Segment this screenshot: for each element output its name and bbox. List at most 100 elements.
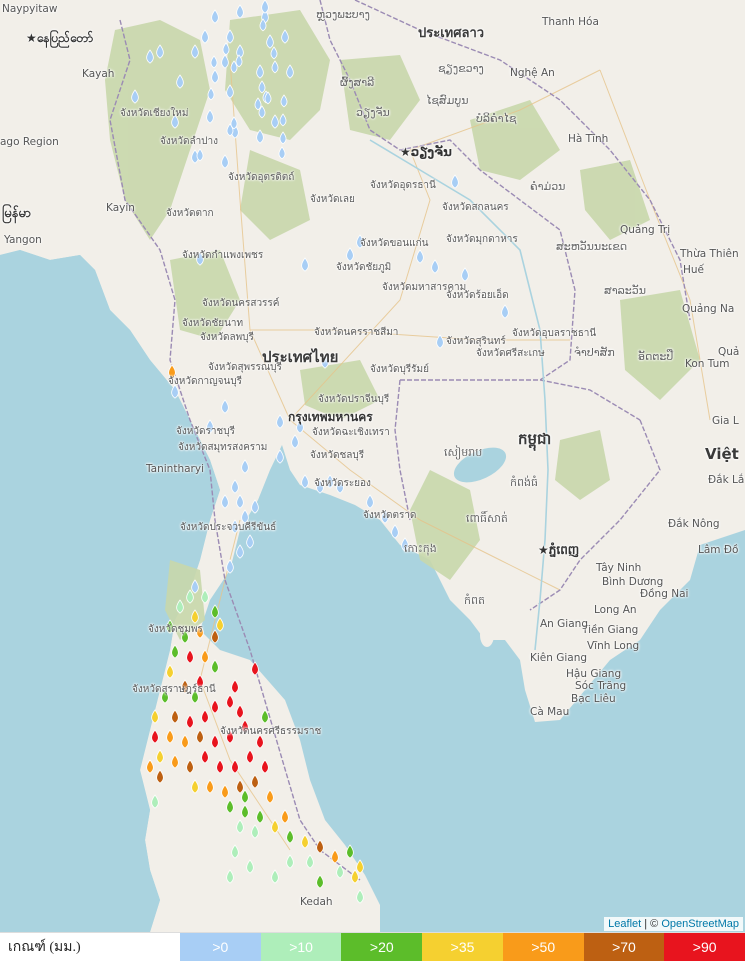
rain-gauge-marker[interactable] <box>276 449 284 464</box>
rain-gauge-marker[interactable] <box>271 60 279 74</box>
rain-gauge-marker[interactable] <box>211 604 219 619</box>
rain-gauge-marker[interactable] <box>270 46 278 60</box>
rain-gauge-marker[interactable] <box>156 44 164 59</box>
rain-gauge-marker[interactable] <box>281 809 289 824</box>
rain-gauge-marker[interactable] <box>201 709 209 724</box>
rain-gauge-marker[interactable] <box>236 544 244 559</box>
rain-gauge-marker[interactable] <box>206 779 214 794</box>
rain-gauge-marker[interactable] <box>271 114 279 129</box>
map-canvas[interactable]: ประเทศลาว ประเทศไทย កម្ពុជា Việt မြန်မာ … <box>0 0 745 932</box>
rain-gauge-marker[interactable] <box>281 29 289 44</box>
rain-gauge-marker[interactable] <box>161 689 169 704</box>
rain-gauge-marker[interactable] <box>216 617 224 632</box>
rain-gauge-marker[interactable] <box>191 779 199 794</box>
rain-gauge-marker[interactable] <box>381 509 389 524</box>
rain-gauge-marker[interactable] <box>206 419 214 434</box>
rain-gauge-marker[interactable] <box>226 84 234 99</box>
rain-gauge-marker[interactable] <box>211 734 219 749</box>
rain-gauge-marker[interactable] <box>321 354 329 369</box>
rain-gauge-marker[interactable] <box>316 874 324 889</box>
rain-gauge-marker[interactable] <box>196 729 204 744</box>
rain-gauge-marker[interactable] <box>186 589 194 604</box>
rain-gauge-marker[interactable] <box>296 419 304 434</box>
rain-gauge-marker[interactable] <box>316 479 324 494</box>
rain-gauge-marker[interactable] <box>241 804 249 819</box>
rain-gauge-marker[interactable] <box>221 54 229 69</box>
rain-gauge-marker[interactable] <box>166 729 174 744</box>
rain-gauge-marker[interactable] <box>151 709 159 724</box>
rain-gauge-marker[interactable] <box>171 754 179 769</box>
rain-gauge-marker[interactable] <box>279 131 287 145</box>
rain-gauge-marker[interactable] <box>436 334 444 349</box>
rain-gauge-marker[interactable] <box>416 249 424 264</box>
rain-gauge-marker[interactable] <box>241 719 249 734</box>
rain-gauge-marker[interactable] <box>231 519 239 534</box>
rain-gauge-marker[interactable] <box>241 789 249 804</box>
rain-gauge-marker[interactable] <box>156 749 164 764</box>
rain-gauge-marker[interactable] <box>131 89 139 104</box>
rain-gauge-marker[interactable] <box>191 609 199 624</box>
rain-gauge-marker[interactable] <box>201 649 209 664</box>
rain-gauge-marker[interactable] <box>246 534 254 549</box>
rain-gauge-marker[interactable] <box>181 734 189 749</box>
rain-gauge-marker[interactable] <box>191 44 199 59</box>
rain-gauge-marker[interactable] <box>278 146 286 160</box>
rain-gauge-marker[interactable] <box>356 234 364 249</box>
rain-gauge-marker[interactable] <box>236 704 244 719</box>
rain-gauge-marker[interactable] <box>251 499 259 514</box>
osm-link[interactable]: OpenStreetMap <box>661 918 739 930</box>
rain-gauge-marker[interactable] <box>264 91 272 105</box>
rain-gauge-marker[interactable] <box>221 154 229 169</box>
rain-gauge-marker[interactable] <box>171 114 179 129</box>
rain-gauge-marker[interactable] <box>326 474 334 489</box>
rain-gauge-marker[interactable] <box>211 659 219 674</box>
rain-gauge-marker[interactable] <box>171 709 179 724</box>
rain-gauge-marker[interactable] <box>230 60 238 74</box>
rain-gauge-marker[interactable] <box>261 759 269 774</box>
rain-gauge-marker[interactable] <box>258 80 266 94</box>
rain-gauge-marker[interactable] <box>176 599 184 614</box>
rain-gauge-marker[interactable] <box>246 749 254 764</box>
rain-gauge-marker[interactable] <box>251 824 259 839</box>
rain-gauge-marker[interactable] <box>266 34 274 49</box>
rain-gauge-marker[interactable] <box>266 789 274 804</box>
rain-gauge-marker[interactable] <box>236 819 244 834</box>
rain-gauge-marker[interactable] <box>166 664 174 679</box>
rain-gauge-marker[interactable] <box>226 29 234 44</box>
rain-gauge-marker[interactable] <box>316 839 324 854</box>
rain-gauge-marker[interactable] <box>286 829 294 844</box>
rain-gauge-marker[interactable] <box>207 87 215 101</box>
rain-gauge-marker[interactable] <box>151 729 159 744</box>
rain-gauge-marker[interactable] <box>236 494 244 509</box>
rain-gauge-marker[interactable] <box>336 864 344 879</box>
rain-gauge-marker[interactable] <box>226 869 234 884</box>
rain-gauge-marker[interactable] <box>196 624 204 639</box>
rain-gauge-marker[interactable] <box>156 769 164 784</box>
rain-gauge-marker[interactable] <box>286 64 294 79</box>
rain-gauge-marker[interactable] <box>280 94 288 108</box>
rain-gauge-marker[interactable] <box>176 74 184 89</box>
rain-gauge-marker[interactable] <box>146 49 154 64</box>
rain-gauge-marker[interactable] <box>276 414 284 429</box>
rain-gauge-marker[interactable] <box>221 784 229 799</box>
rain-gauge-marker[interactable] <box>201 749 209 764</box>
rain-gauge-marker[interactable] <box>211 69 219 84</box>
rain-gauge-marker[interactable] <box>251 661 259 676</box>
rain-gauge-marker[interactable] <box>168 364 176 379</box>
rain-gauge-marker[interactable] <box>231 679 239 694</box>
rain-gauge-marker[interactable] <box>230 116 238 130</box>
rain-gauge-marker[interactable] <box>196 148 204 162</box>
rain-gauge-marker[interactable] <box>261 709 269 724</box>
rain-gauge-marker[interactable] <box>241 509 249 524</box>
rain-gauge-marker[interactable] <box>236 4 244 19</box>
rain-gauge-marker[interactable] <box>401 537 409 552</box>
rain-gauge-marker[interactable] <box>231 844 239 859</box>
rain-gauge-marker[interactable] <box>226 729 234 744</box>
rain-gauge-marker[interactable] <box>211 699 219 714</box>
rain-gauge-marker[interactable] <box>271 869 279 884</box>
rain-gauge-marker[interactable] <box>222 42 230 56</box>
rain-gauge-marker[interactable] <box>211 629 219 644</box>
rain-gauge-marker[interactable] <box>279 113 287 127</box>
rain-gauge-marker[interactable] <box>196 674 204 689</box>
rain-gauge-marker[interactable] <box>336 479 344 494</box>
